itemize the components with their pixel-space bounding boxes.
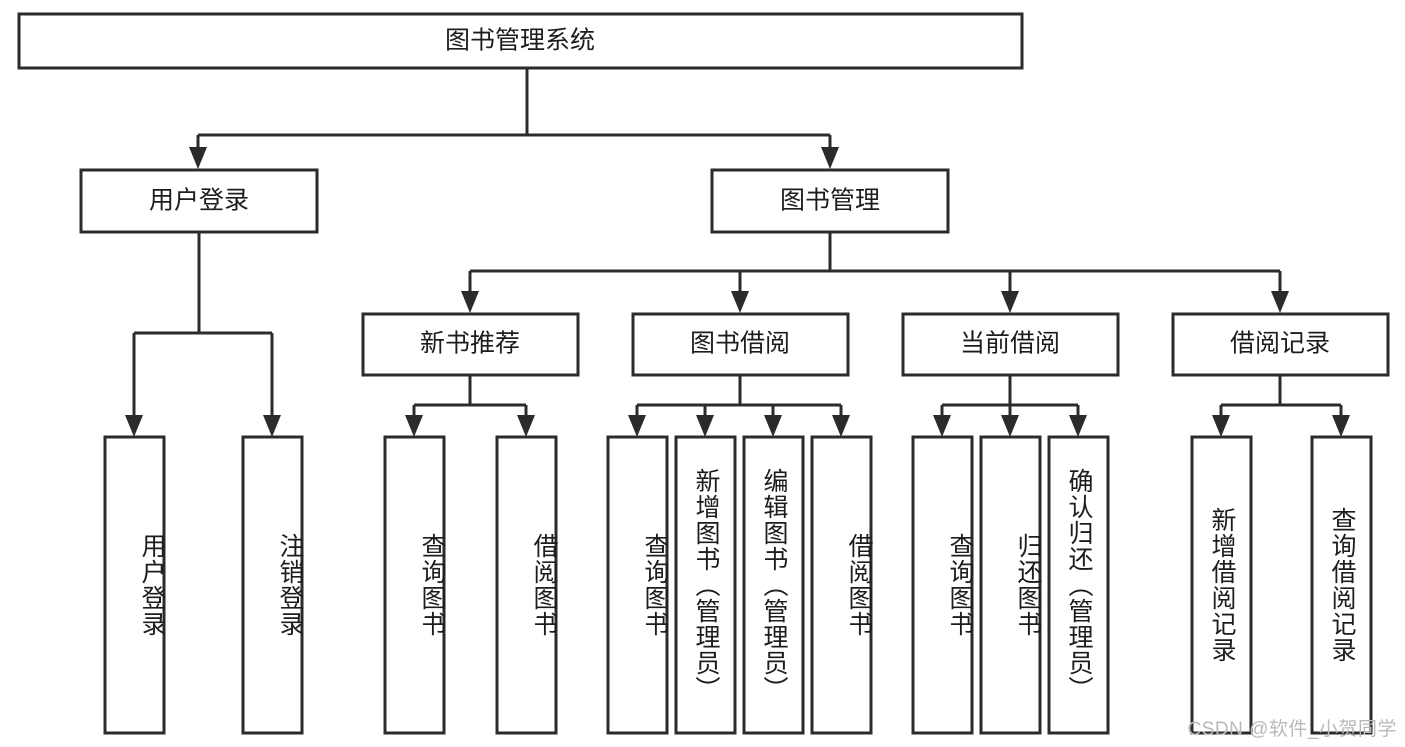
leaf-box-edit-book[interactable] <box>742 435 805 735</box>
arrow-head-icon <box>832 415 850 437</box>
node-user-login[interactable]: 用户登录 <box>79 168 319 234</box>
node-book-borrow[interactable]: 图书借阅 <box>631 312 850 377</box>
arrow-head-icon <box>1069 415 1087 437</box>
arrow-head-icon <box>628 415 646 437</box>
node-new-book-recommend[interactable]: 新书推荐 <box>361 312 580 377</box>
root-box <box>17 12 1024 70</box>
leaf-box-logout-login[interactable] <box>241 435 304 735</box>
arrow-head-icon <box>1001 415 1019 437</box>
connector-book-management-to-categories <box>461 232 1289 313</box>
leaf-box-add-book[interactable] <box>674 435 737 735</box>
leaf-box-query-book-1[interactable] <box>383 435 446 735</box>
new-book-recommend-box <box>361 312 580 377</box>
new-book-recommend-label: 新书推荐 <box>420 330 520 358</box>
arrow-head-icon <box>933 415 951 437</box>
arrow-head-icon <box>517 415 535 437</box>
leaf-box-add-borrow-record[interactable] <box>1190 435 1253 735</box>
user-login-label: 用户登录 <box>149 187 249 215</box>
csdn-watermark: CSDN @软件_小贺同学 <box>1187 719 1397 740</box>
leaf-box-return-book[interactable] <box>979 435 1042 735</box>
arrow-head-icon <box>1001 291 1019 313</box>
node-current-borrow[interactable]: 当前借阅 <box>901 312 1120 377</box>
arrow-head-icon <box>821 147 839 169</box>
book-borrow-label: 图书借阅 <box>690 330 790 358</box>
connector-user-login-to-leaves <box>125 232 281 437</box>
connector-new-book-recommend-to-leaves <box>405 375 535 437</box>
leaf-box-user-login[interactable] <box>103 435 166 735</box>
arrow-head-icon <box>764 415 782 437</box>
arrow-head-icon <box>125 415 143 437</box>
current-borrow-label: 当前借阅 <box>960 330 1060 358</box>
root-label: 图书管理系统 <box>445 27 595 55</box>
connector-book-borrow-to-leaves <box>628 375 850 437</box>
node-borrow-record[interactable]: 借阅记录 <box>1171 312 1390 377</box>
user-login-box <box>79 168 319 234</box>
arrow-head-icon <box>461 291 479 313</box>
leaf-box-query-book-3[interactable] <box>911 435 974 735</box>
arrow-head-icon <box>189 147 207 169</box>
book-management-label: 图书管理 <box>780 187 880 215</box>
borrow-record-label: 借阅记录 <box>1230 330 1330 358</box>
arrow-head-icon <box>731 291 749 313</box>
leaf-box-query-book-2[interactable] <box>606 435 669 735</box>
connector-root-to-level2 <box>189 68 839 169</box>
arrow-head-icon <box>696 415 714 437</box>
arrow-head-icon <box>405 415 423 437</box>
arrow-head-icon <box>263 415 281 437</box>
node-book-management[interactable]: 图书管理 <box>710 168 950 234</box>
node-root[interactable]: 图书管理系统 <box>17 12 1024 70</box>
leaf-box-borrow-book-2[interactable] <box>810 435 873 735</box>
arrow-head-icon <box>1212 415 1230 437</box>
leaf-box-confirm-return[interactable] <box>1047 435 1110 735</box>
connector-current-borrow-to-leaves <box>933 375 1087 437</box>
leaf-box-query-borrow-record[interactable] <box>1310 435 1373 735</box>
leaf-box-borrow-book-1[interactable] <box>495 435 558 735</box>
arrow-head-icon <box>1332 415 1350 437</box>
current-borrow-box <box>901 312 1120 377</box>
connector-borrow-record-to-leaves <box>1212 375 1350 437</box>
arrow-head-icon <box>1271 291 1289 313</box>
